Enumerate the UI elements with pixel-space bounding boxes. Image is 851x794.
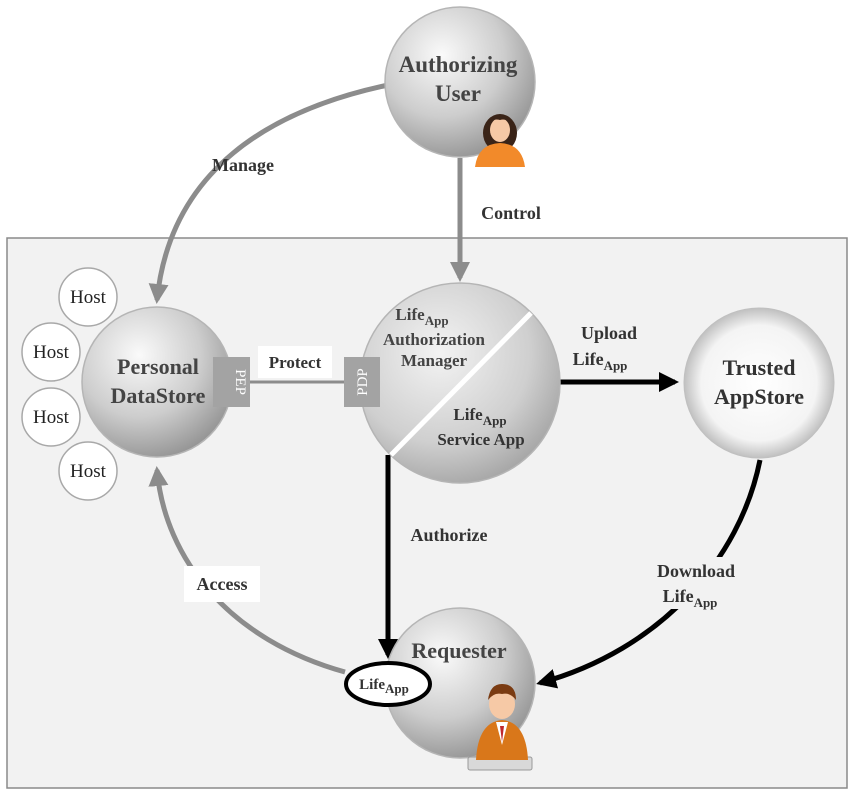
host-node-1 [58,267,118,327]
control-label: Control [481,203,541,223]
host-node-2 [21,322,81,382]
manager-manager-label: Manager [401,351,468,370]
trusted-appstore-label-1: Trusted [723,355,796,380]
host-node-3 [21,387,81,447]
access-label: Access [197,574,248,594]
service-app-label: Service App [437,430,524,449]
personal-datastore-label-1: Personal [117,354,199,379]
host-label-4: Host [70,461,107,482]
download-lifeapp-label: LifeApp [663,586,718,610]
requester-label: Requester [411,638,507,663]
requester-lifeapp-label: LifeApp [359,677,409,696]
pdp-box [344,357,380,407]
host-node-4 [58,441,118,501]
manager-authorization-label: Authorization [383,330,486,349]
trusted-appstore-label-2: AppStore [714,384,804,409]
manage-label: Manage [212,155,274,175]
requester-lifeapp-badge [344,661,432,707]
download-label: Download [657,561,735,581]
host-label-2: Host [33,342,70,363]
access-label-box [184,566,260,602]
personal-datastore-label-2: DataStore [111,383,206,408]
man-avatar-icon [467,684,533,771]
download-label-box [647,557,745,609]
manage-arrow [148,82,389,304]
service-life-label: LifeApp [453,405,506,428]
pep-label: PEP [232,369,248,395]
pep-box [213,357,250,407]
trusted-appstore-node [683,307,835,459]
upload-label: Upload [581,323,637,343]
manager-life-label: LifeApp [395,305,448,328]
personal-datastore-node [81,306,233,458]
authorizing-user-label-1: Authorizing [399,52,518,77]
host-label-3: Host [33,407,70,428]
authorizing-user-label-2: User [435,81,481,106]
protect-label-box [258,346,332,378]
upload-lifeapp-label: LifeApp [573,349,628,373]
pdp-label: PDP [355,368,371,396]
host-label-1: Host [70,287,107,308]
authorize-label: Authorize [411,525,488,545]
protect-label: Protect [269,353,322,372]
manager-divider [389,311,533,457]
woman-avatar-icon [475,114,525,167]
